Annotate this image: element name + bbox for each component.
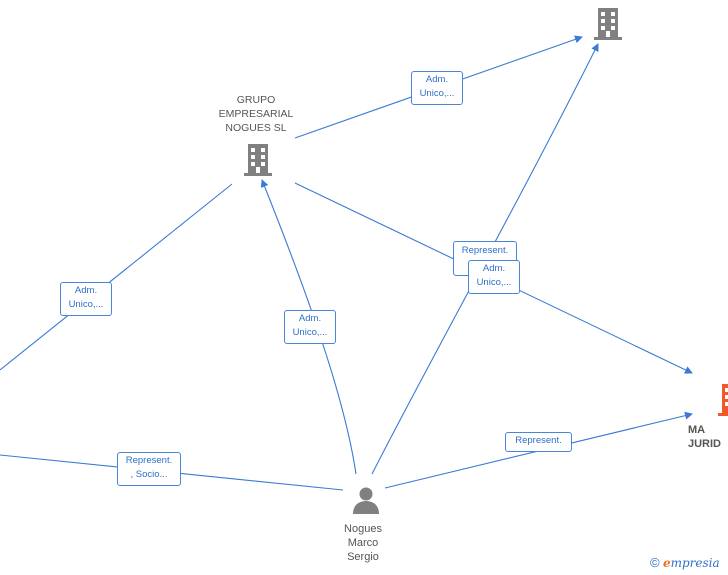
grupo-company-building-icon[interactable] bbox=[242, 142, 274, 183]
edge-label-person-to-grupo[interactable]: Adm. Unico,... bbox=[284, 310, 336, 344]
company-top-building-icon[interactable] bbox=[592, 6, 624, 47]
person-icon[interactable] bbox=[351, 485, 381, 520]
right-company-label[interactable]: MA JURID bbox=[688, 424, 722, 450]
edge-label-grupo-to-top[interactable]: Adm. Unico,... bbox=[411, 71, 463, 105]
brand-rest: mpresia bbox=[670, 556, 720, 570]
edge-label-person-to-top[interactable]: Adm. Unico,... bbox=[468, 260, 520, 294]
person-label[interactable]: Nogues Marco Sergio bbox=[344, 523, 382, 563]
empresia-watermark: © empresia bbox=[650, 555, 720, 570]
edge-label-grupo-to-left[interactable]: Adm. Unico,... bbox=[60, 282, 112, 316]
edge-label-person-to-right[interactable]: Represent. bbox=[505, 432, 572, 452]
edge-grupo-to-left bbox=[0, 183, 233, 371]
copyright-symbol: © bbox=[650, 555, 660, 570]
right-company-building-icon[interactable] bbox=[716, 382, 728, 423]
brand-initial: e bbox=[662, 556, 671, 570]
edge-label-person-to-left[interactable]: Represent. , Socio... bbox=[117, 452, 181, 486]
edge-person-to-grupo bbox=[260, 179, 357, 475]
grupo-company-label[interactable]: GRUPO EMPRESARIAL NOGUES SL bbox=[218, 94, 294, 134]
